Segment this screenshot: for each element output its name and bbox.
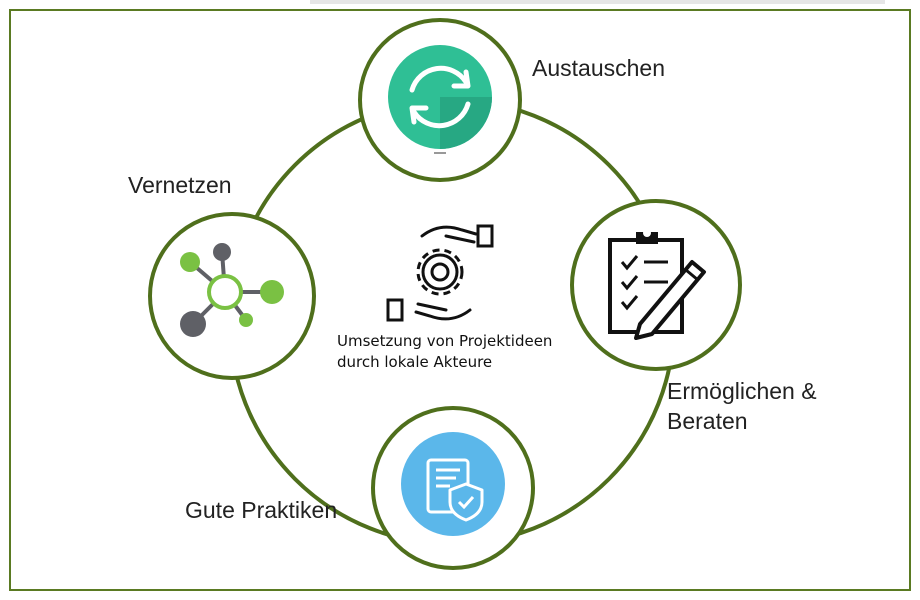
refresh-icon (388, 45, 492, 154)
top-strip (310, 0, 885, 4)
clipboard-checklist-icon (608, 229, 706, 340)
node-ermoeglichen[interactable] (570, 199, 742, 371)
label-ermoeglichen-line2: Beraten (667, 408, 748, 434)
label-gute-praktiken: Gute Praktiken (185, 497, 338, 523)
label-austauschen: Austauschen (532, 55, 665, 81)
label-ermoeglichen-line1: Ermöglichen & (667, 378, 817, 404)
network-icon (180, 243, 284, 337)
hands-gear-icon (386, 224, 494, 322)
node-vernetzen[interactable] (148, 212, 316, 380)
center-caption-line1: Umsetzung von Projektideen (337, 332, 553, 350)
node-austauschen[interactable] (358, 18, 522, 182)
label-vernetzen: Vernetzen (128, 172, 232, 198)
center-caption-line2: durch lokale Akteure (337, 353, 493, 371)
node-gute-praktiken[interactable] (371, 406, 535, 570)
center-caption: Umsetzung von Projektideen durch lokale … (337, 331, 552, 373)
document-shield-icon (401, 432, 505, 536)
